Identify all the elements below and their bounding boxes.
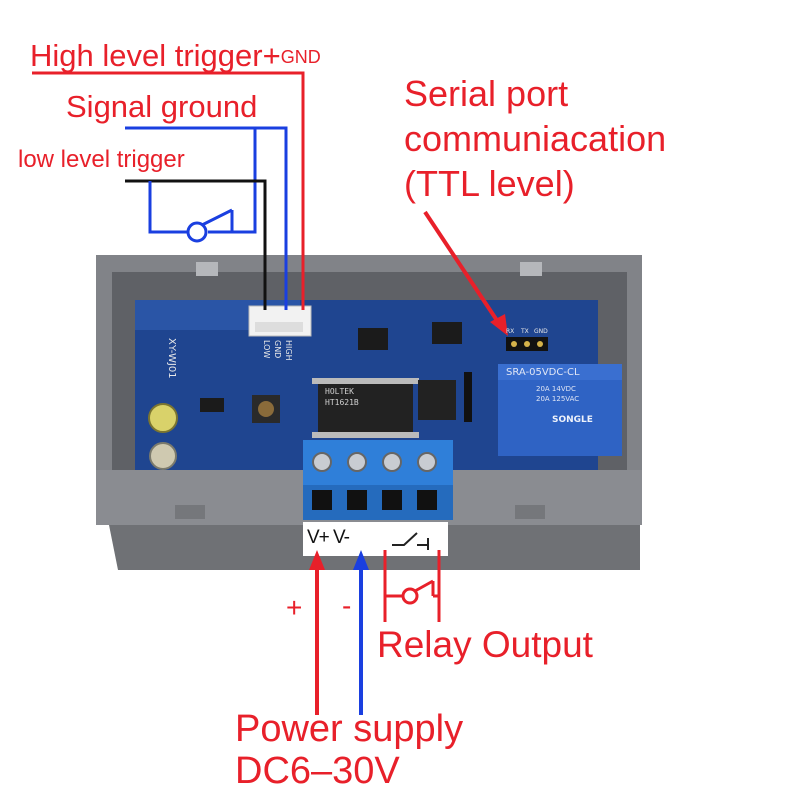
label-power-voltage: DC6–30V [235, 750, 400, 792]
power-plus-arrow [309, 550, 325, 715]
relay-rating-2: 20A 125VAC [536, 395, 580, 403]
relay-output-wiring [383, 550, 441, 622]
serial-arrow [423, 210, 508, 336]
power-minus-arrow [353, 550, 369, 715]
serial-pin-tx: TX [521, 328, 529, 335]
relay [498, 364, 622, 456]
label-minus: - [342, 590, 352, 621]
terminal-block [303, 440, 453, 520]
connector-pin-high: HIGH [284, 340, 293, 361]
serial-pin-gnd: GND [534, 328, 548, 335]
capacitors [148, 403, 178, 470]
terminal-label: V+ V- [307, 527, 350, 548]
inductor-coil [258, 401, 274, 417]
label-serial-port-line1: Serial port [404, 73, 569, 114]
connector-pin-gnd: GND [273, 340, 282, 359]
chip-brand-label: HOLTEK [325, 387, 354, 396]
board-model-label: XY-WJ01 [166, 338, 177, 379]
secondary-chip [418, 380, 456, 420]
wire-signal-ground [125, 126, 288, 310]
terminal-label-sticker [303, 522, 448, 556]
main-chip [312, 378, 419, 438]
serial-pin-rx: RX [506, 328, 515, 335]
wire-high-trigger [32, 71, 305, 310]
label-serial-port-line2: communiacation [404, 118, 667, 159]
pin-header-vertical [464, 372, 472, 422]
label-plus: + [286, 592, 303, 623]
label-signal-ground: Signal ground [66, 89, 258, 124]
relay-contact-symbol [392, 532, 429, 550]
label-high-level-trigger-text: High level trigger+ [30, 38, 281, 73]
label-gnd-small: GND [280, 47, 321, 67]
relay-rating-1: 20A 14VDC [536, 385, 576, 393]
small-ic [200, 398, 224, 412]
label-high-level-trigger: High level trigger+GND [30, 40, 321, 71]
label-power-supply: Power supply [235, 708, 464, 750]
serial-header [506, 337, 548, 351]
label-relay-output: Relay Output [377, 624, 593, 665]
wire-low-trigger [125, 179, 267, 310]
label-serial-port-line3: (TTL level) [404, 163, 575, 204]
optocoupler-1 [358, 328, 388, 350]
optocoupler-2 [432, 322, 462, 344]
trigger-switch-symbol [186, 208, 255, 243]
signal-connector [248, 305, 312, 337]
label-low-level-trigger: low level trigger [18, 146, 185, 173]
wire-switch-left [148, 181, 187, 234]
relay-brand-label: SONGLE [552, 415, 593, 425]
connector-pin-low: LOW [262, 340, 271, 359]
chip-model-label: HT1621B [325, 398, 359, 407]
relay-model-label: SRA-05VDC-CL [506, 367, 580, 378]
